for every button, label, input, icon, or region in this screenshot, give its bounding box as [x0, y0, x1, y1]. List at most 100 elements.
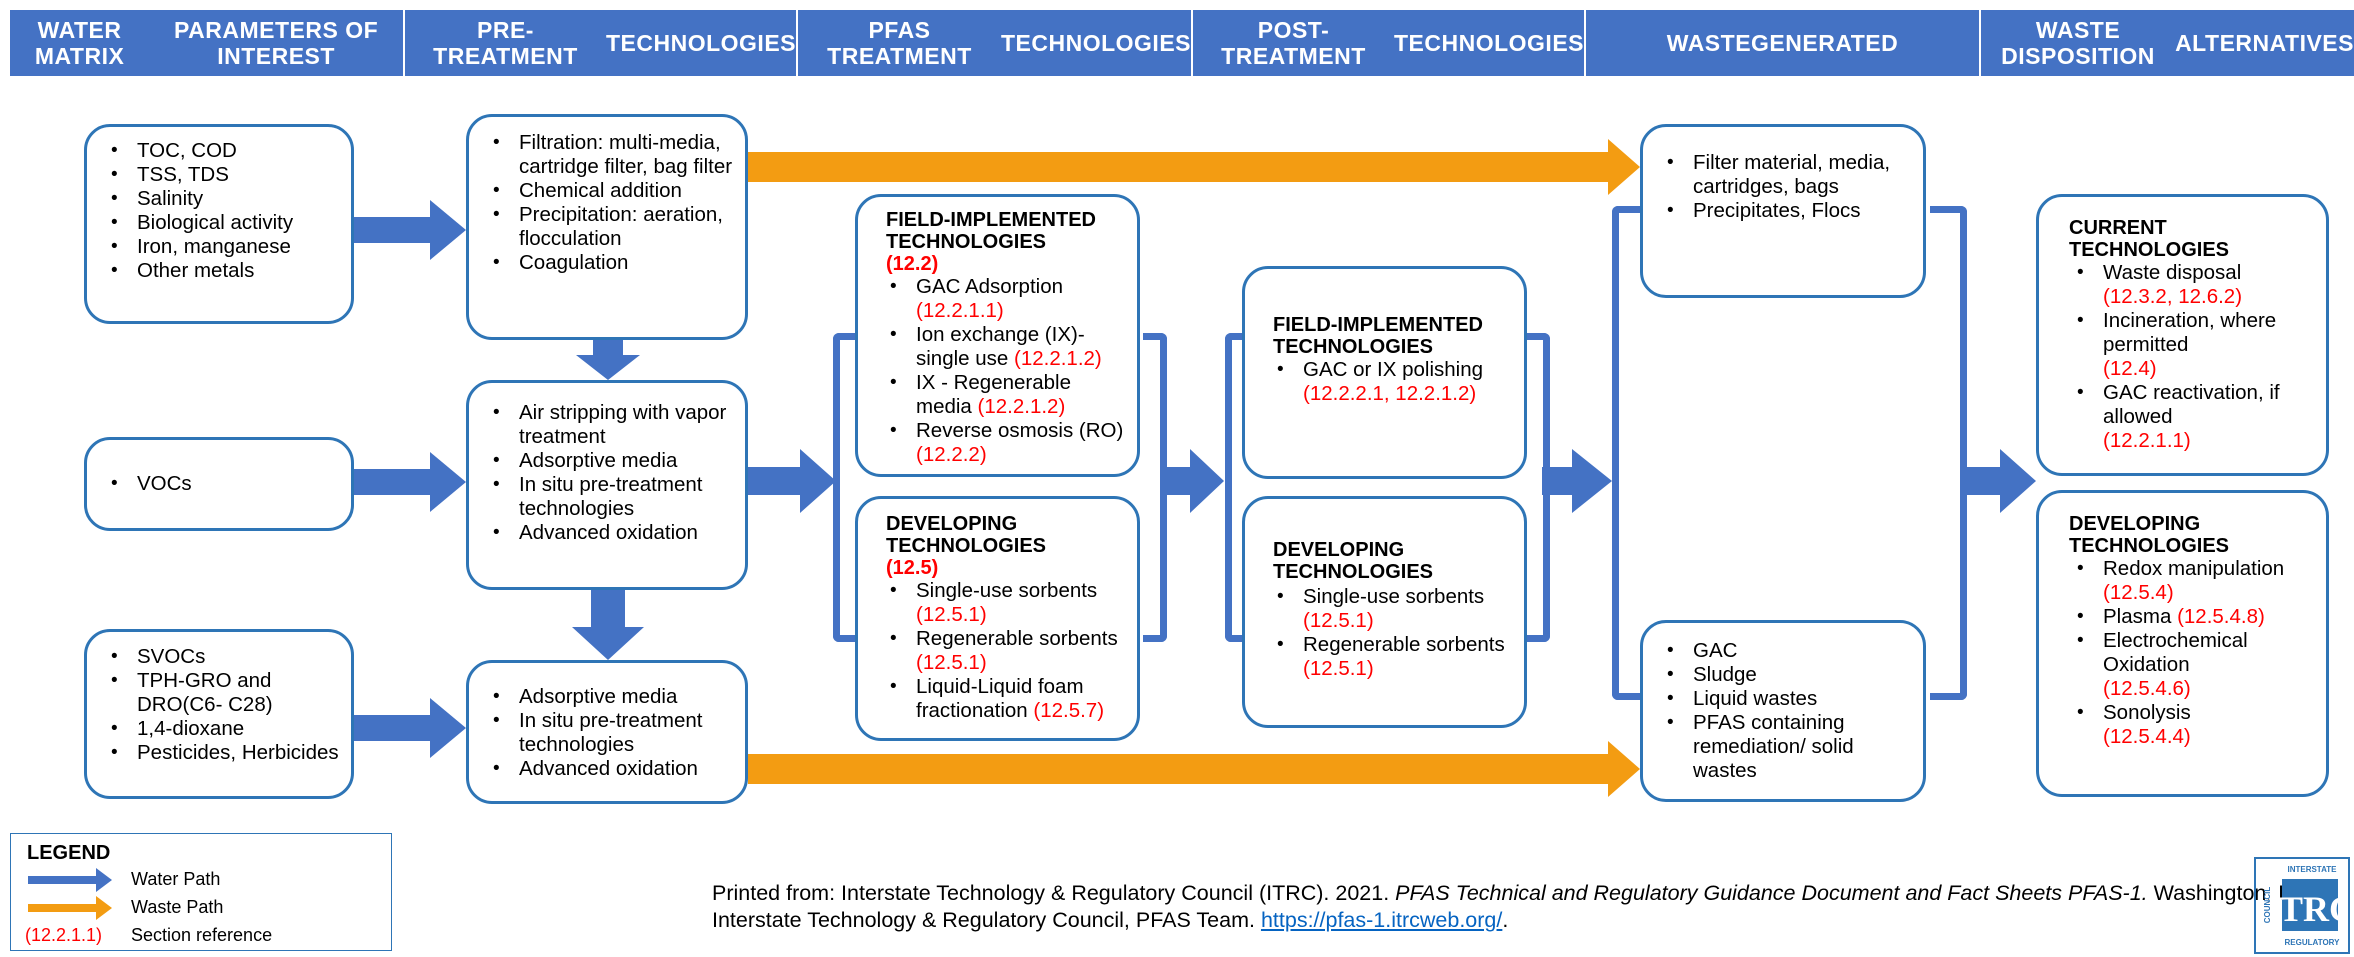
list-item: Single-use sorbents (12.5.1) — [1277, 585, 1516, 633]
legend-ref-example: (12.2.1.1) — [25, 925, 103, 945]
post-field-title: FIELD-IMPLEMENTED TECHNOLOGIES — [1273, 314, 1483, 358]
list-item: Electrochemical Oxidation (12.5.4.6) — [2077, 629, 2318, 701]
header-line: TECHNOLOGIES — [1000, 30, 1191, 56]
water-path-arrow — [1962, 449, 2036, 513]
list-item: TOC, COD — [111, 139, 351, 163]
section-ref: (12.2.2.1, 12.2.1.2) — [1303, 382, 1477, 405]
list-item: Plasma (12.5.4.8) — [2077, 605, 2318, 629]
list-item: Sonolysis (12.5.4.4) — [2077, 701, 2318, 749]
list-item: TPH-GRO and DRO(C6- C28) — [111, 669, 351, 717]
waste-list: Filter material, media, cartridges, bags… — [1643, 151, 1915, 223]
section-ref: (12.5.7) — [1033, 699, 1105, 722]
header-line: TECHNOLOGIES — [1393, 30, 1584, 56]
waste-path-arrow-bottom — [748, 741, 1640, 797]
section-ref: (12.4) — [2103, 357, 2157, 380]
water-path-arrow — [1160, 449, 1224, 513]
svg-text:COUNCIL: COUNCIL — [2263, 887, 2272, 924]
pfas-field-box: FIELD-IMPLEMENTED TECHNOLOGIES (12.2) GA… — [855, 194, 1140, 477]
header-line: WATER MATRIX — [34, 17, 125, 69]
list-item: Liquid wastes — [1667, 687, 1915, 711]
list-item: Filtration: multi-media, cartridge filte… — [493, 131, 735, 179]
water-path-arrow — [354, 452, 466, 512]
list-item: 1,4-dioxane — [111, 717, 351, 741]
list-item: GAC Adsorption (12.2.1.1) — [890, 275, 1127, 323]
section-ref: (12.2.1.1) — [916, 299, 1004, 322]
list-item: VOCs — [111, 472, 351, 496]
waste-box-2: GACSludgeLiquid wastesPFAS containing re… — [1640, 620, 1926, 802]
list-item: Regenerable sorbents (12.5.1) — [1277, 633, 1516, 681]
itrc-logo-graphic: ITRC INTERSTATE REGULATORY COUNCIL — [2263, 865, 2354, 947]
legend-ref-label: Section reference — [131, 925, 273, 945]
header-line: PARAMETERS OF INTEREST — [174, 17, 379, 69]
water-path-arrow — [354, 698, 466, 758]
post-developing-box: DEVELOPING TECHNOLOGIES Single-use sorbe… — [1242, 496, 1527, 728]
section-ref: (12.5.4.4) — [2103, 725, 2191, 748]
pfas-developing-title: DEVELOPING TECHNOLOGIES — [886, 513, 1047, 557]
citation: Printed from: Interstate Technology & Re… — [712, 880, 2354, 934]
list-item: Liquid-Liquid foam fractionation (12.5.7… — [890, 675, 1127, 723]
pretreatment-box-1: Filtration: multi-media, cartridge filte… — [466, 114, 748, 340]
legend-water-label: Water Path — [131, 869, 221, 889]
legend: LEGEND Water Path Waste Path (12.2.1.1) … — [10, 833, 392, 951]
water-path-arrow — [748, 449, 836, 513]
legend-waste-label: Waste Path — [131, 897, 224, 917]
header-line: PRE-TREATMENT — [433, 17, 578, 69]
pfas-developing-box: DEVELOPING TECHNOLOGIES (12.5) Single-us… — [855, 496, 1140, 741]
list-item: Sludge — [1667, 663, 1915, 687]
water-path-arrow — [1542, 449, 1612, 513]
list-item: Precipitation: aeration, flocculation — [493, 203, 735, 251]
pfas-field-list: GAC Adsorption (12.2.1.1)Ion exchange (I… — [886, 275, 1127, 467]
citation-end: . — [1502, 908, 1509, 932]
list-item: IX - Regenerable media (12.2.1.2) — [890, 371, 1127, 419]
pretreatment-list: Filtration: multi-media, cartridge filte… — [469, 131, 735, 275]
pfas-bracket-left — [833, 333, 860, 642]
svg-text:INTERSTATE: INTERSTATE — [2287, 865, 2337, 874]
list-item: Advanced oxidation — [493, 757, 737, 781]
list-item: Biological activity — [111, 211, 351, 235]
list-item: Filter material, media, cartridges, bags — [1667, 151, 1915, 199]
section-ref: (12.5.1) — [916, 651, 987, 674]
section-ref: (12.2) — [886, 253, 939, 275]
header-line: GENERATED — [1751, 30, 1899, 56]
list-item: PFAS containing remediation/ solid waste… — [1667, 711, 1915, 783]
disposition-developing-box: DEVELOPING TECHNOLOGIES Redox manipulati… — [2036, 490, 2329, 797]
header-line: ALTERNATIVES — [2175, 30, 2354, 56]
disposition-current-box: CURRENT TECHNOLOGIES Waste disposal (12.… — [2036, 194, 2329, 476]
pfas-bracket-right — [1143, 333, 1167, 642]
waste-bracket-right — [1930, 206, 1967, 700]
waste-box-1: Filter material, media, cartridges, bags… — [1640, 124, 1926, 298]
post-bracket-left — [1225, 333, 1249, 642]
disposition-developing-title: DEVELOPING TECHNOLOGIES — [2069, 513, 2230, 557]
section-ref: (12.5.1) — [1303, 609, 1374, 632]
list-item: Pesticides, Herbicides — [111, 741, 351, 765]
matrix-box-3: SVOCsTPH-GRO and DRO(C6- C28)1,4-dioxane… — [84, 629, 354, 799]
citation-link[interactable]: https://pfas-1.itrcweb.org/ — [1260, 908, 1503, 932]
list-item: In situ pre-treatment technologies — [493, 709, 737, 757]
section-ref: (12.2.1.2) — [977, 395, 1066, 418]
matrix-list: VOCs — [87, 472, 351, 496]
list-item: Precipitates, Flocs — [1667, 199, 1915, 223]
post-bracket-right — [1526, 333, 1550, 642]
waste-list: GACSludgeLiquid wastesPFAS containing re… — [1643, 639, 1915, 783]
legend-title: LEGEND — [27, 842, 111, 864]
section-ref: (12.2.1.1) — [2103, 429, 2191, 452]
list-item: Coagulation — [493, 251, 735, 275]
post-developing-list: Single-use sorbents (12.5.1)Regenerable … — [1273, 585, 1516, 681]
matrix-box-2: VOCs — [84, 437, 354, 531]
list-item: Adsorptive media — [493, 449, 737, 473]
section-ref: (12.2.1.2) — [1014, 347, 1102, 370]
citation-prefix: Printed from: Interstate Technology & Re… — [712, 881, 1396, 905]
svg-text:REGULATORY: REGULATORY — [2285, 938, 2341, 947]
list-item: SVOCs — [111, 645, 351, 669]
header-line: TECHNOLOGIES — [605, 30, 796, 56]
water-path-arrow-down — [576, 340, 640, 380]
pretreatment-box-3: Adsorptive mediaIn situ pre-treatment te… — [466, 660, 748, 804]
header-pre-treatment: PRE-TREATMENT TECHNOLOGIES — [405, 10, 796, 76]
section-ref: (12.5.1) — [1303, 657, 1374, 680]
pretreatment-list: Air stripping with vapor treatmentAdsorp… — [469, 401, 737, 545]
list-item: Reverse osmosis (RO) (12.2.2) — [890, 419, 1127, 467]
